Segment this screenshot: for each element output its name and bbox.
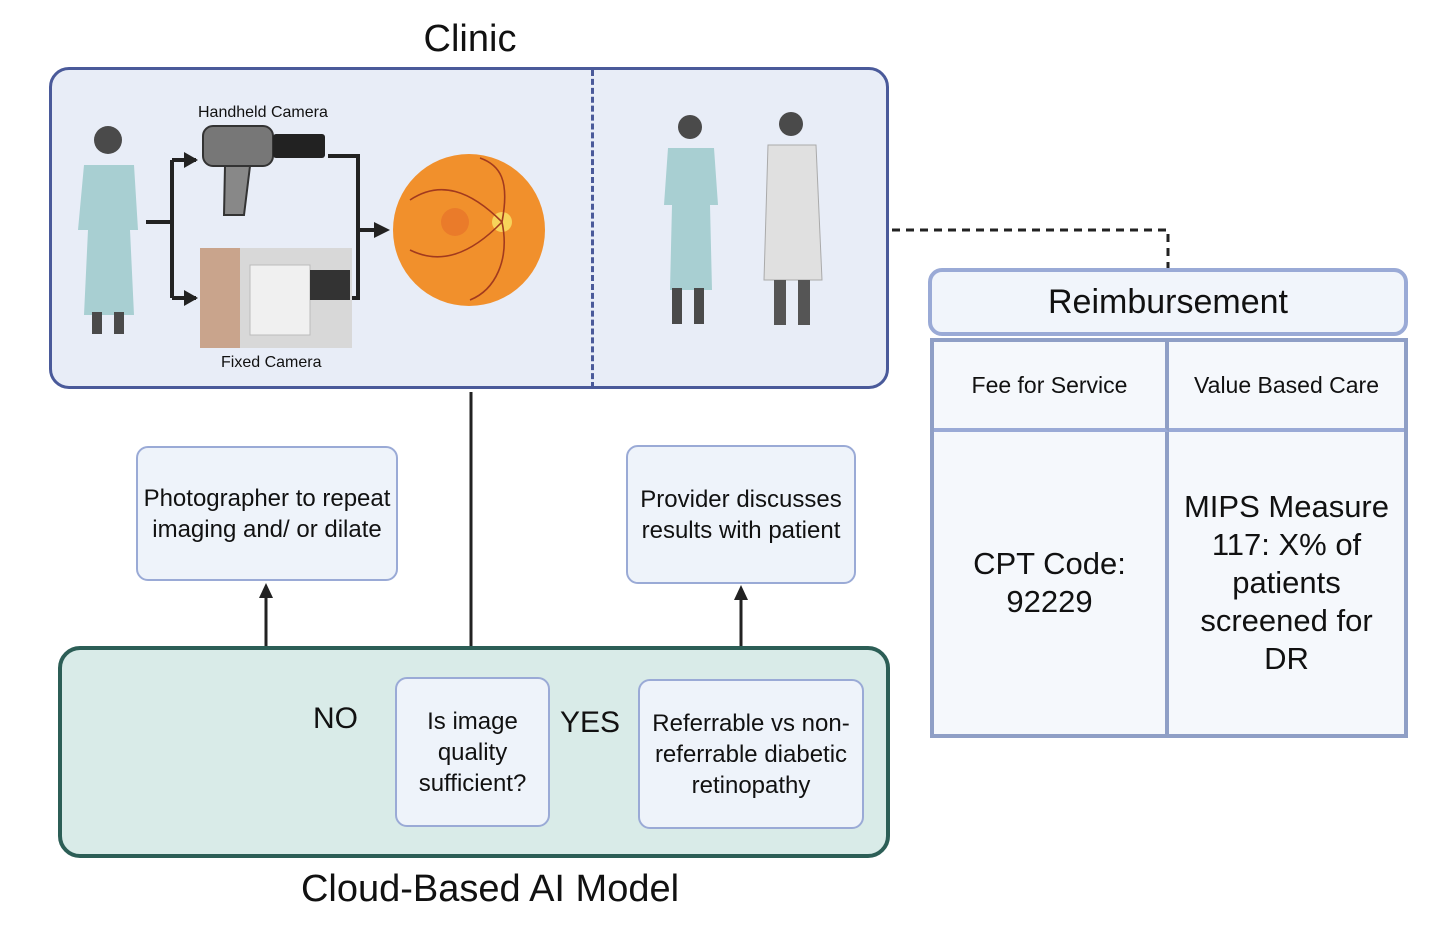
retina-image — [393, 154, 545, 306]
patient-icon — [78, 126, 138, 334]
cpt-code-cell: CPT Code: 92229 — [934, 432, 1169, 734]
quality-decision-node: Is image quality sufficient? — [395, 677, 550, 827]
column-fee-for-service: Fee for Service — [934, 342, 1169, 432]
doctor-icon — [763, 112, 823, 325]
provider-discusses-node: Provider discusses results with patient — [626, 445, 856, 584]
dr-classification-node: Referrable vs non-referrable diabetic re… — [638, 679, 864, 829]
clinic-title: Clinic — [423, 18, 517, 60]
fixed-camera-label: Fixed Camera — [221, 354, 322, 371]
clinic-divider — [591, 70, 594, 388]
column-value-based-care: Value Based Care — [1169, 342, 1404, 432]
repeat-imaging-node: Photographer to repeat imaging and/ or d… — [136, 446, 398, 581]
no-label: NO — [313, 702, 358, 735]
fixed-camera-image — [200, 248, 352, 348]
handheld-camera-label: Handheld Camera — [198, 104, 328, 121]
handheld-camera-icon — [202, 125, 325, 216]
cloud-ai-title: Cloud-Based AI Model — [300, 868, 680, 910]
mips-measure-cell: MIPS Measure 117: X% of patients screene… — [1183, 489, 1389, 676]
patient-icon-2 — [664, 115, 718, 324]
yes-label: YES — [560, 706, 621, 739]
reimbursement-header: Reimbursement — [928, 268, 1408, 336]
reimbursement-table: Fee for Service Value Based Care CPT Cod… — [930, 338, 1408, 738]
